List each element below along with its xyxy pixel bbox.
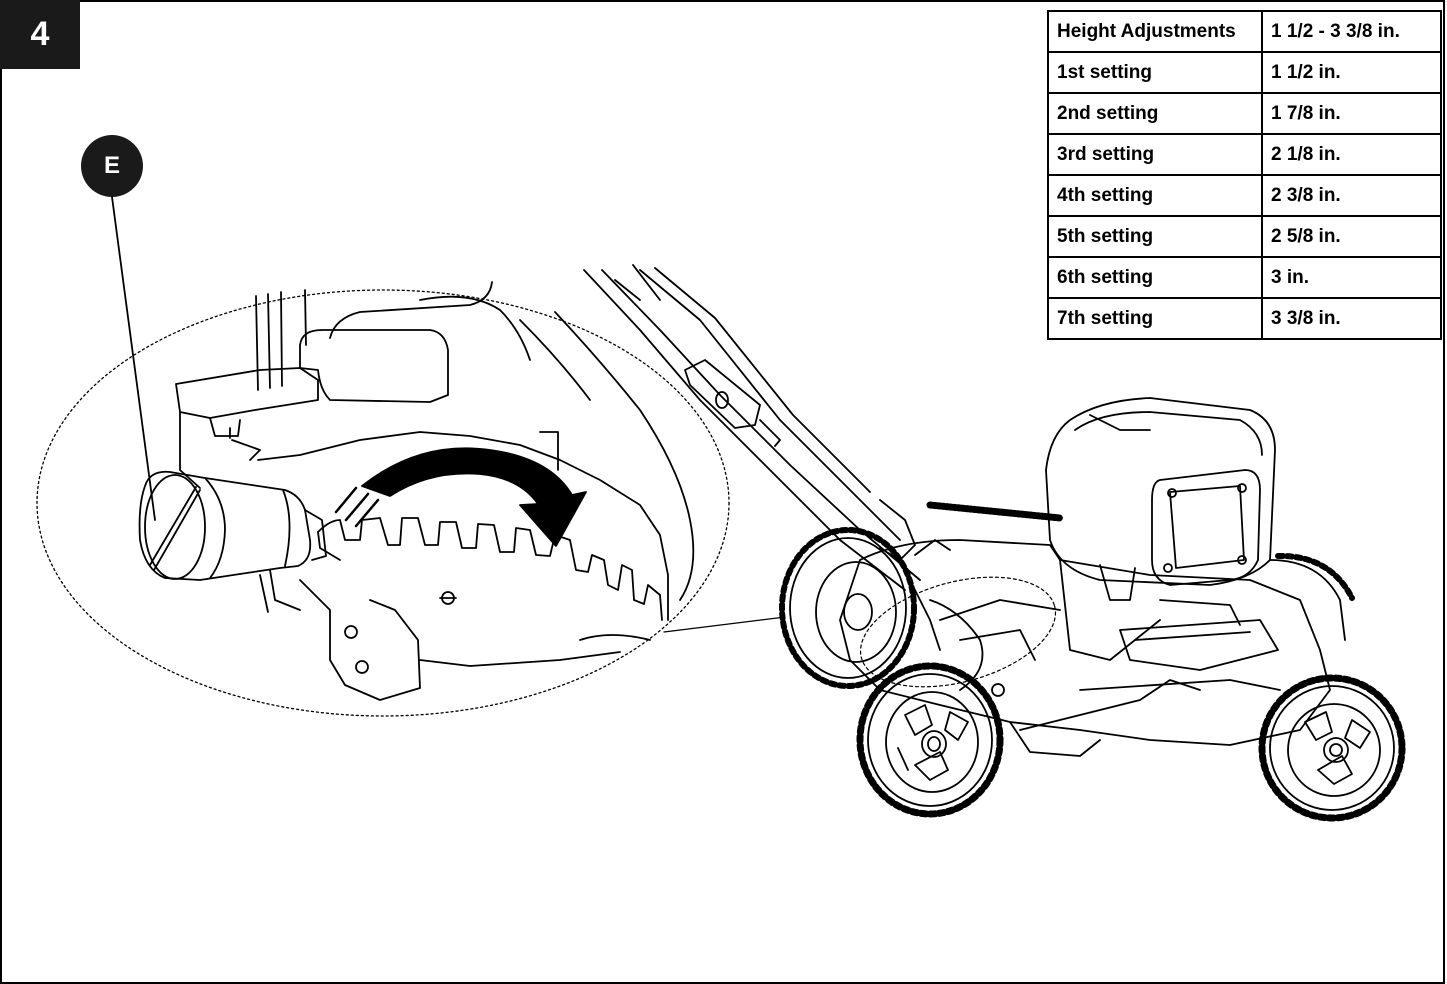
table-row: 7th setting 3 3/8 in. [1047,297,1442,340]
height-adjustment-table: Height Adjustments 1 1/2 - 3 3/8 in. 1st… [1047,10,1442,340]
table-row: 2nd setting 1 7/8 in. [1047,92,1442,135]
table-cell-header-label: Height Adjustments [1047,10,1263,53]
table-cell-height: 1 7/8 in. [1261,92,1442,135]
table-row: 6th setting 3 in. [1047,256,1442,299]
table-cell-setting: 2nd setting [1047,92,1263,135]
detail-contents [138,281,695,701]
table-row: Height Adjustments 1 1/2 - 3 3/8 in. [1047,10,1442,53]
step-number-badge: 4 [0,0,80,69]
rear-left-wheel [779,527,917,689]
table-cell-setting: 7th setting [1047,297,1263,340]
table-cell-height: 3 3/8 in. [1261,297,1442,340]
table-cell-height: 2 1/8 in. [1261,133,1442,176]
table-cell-height: 1 1/2 in. [1261,51,1442,94]
table-cell-header-range: 1 1/2 - 3 3/8 in. [1261,10,1442,53]
table-cell-setting: 5th setting [1047,215,1263,258]
table-cell-height: 2 5/8 in. [1261,215,1442,258]
callout-e-leader [111,196,156,521]
table-cell-height: 3 in. [1261,256,1442,299]
table-row: 1st setting 1 1/2 in. [1047,51,1442,94]
table-row: 5th setting 2 5/8 in. [1047,215,1442,258]
callout-e-label: E [81,135,143,197]
table-cell-setting: 3rd setting [1047,133,1263,176]
rear-right-wheel [1269,552,1355,641]
table-row: 4th setting 2 3/8 in. [1047,174,1442,217]
table-cell-setting: 6th setting [1047,256,1263,299]
front-right-wheel [1258,674,1406,822]
table-cell-setting: 4th setting [1047,174,1263,217]
detail-zoom-ellipse [36,289,730,717]
front-left-wheel [856,662,1004,818]
table-row: 3rd setting 2 1/8 in. [1047,133,1442,176]
table-cell-setting: 1st setting [1047,51,1263,94]
table-cell-height: 2 3/8 in. [1261,174,1442,217]
detail-leader-line [663,616,786,633]
